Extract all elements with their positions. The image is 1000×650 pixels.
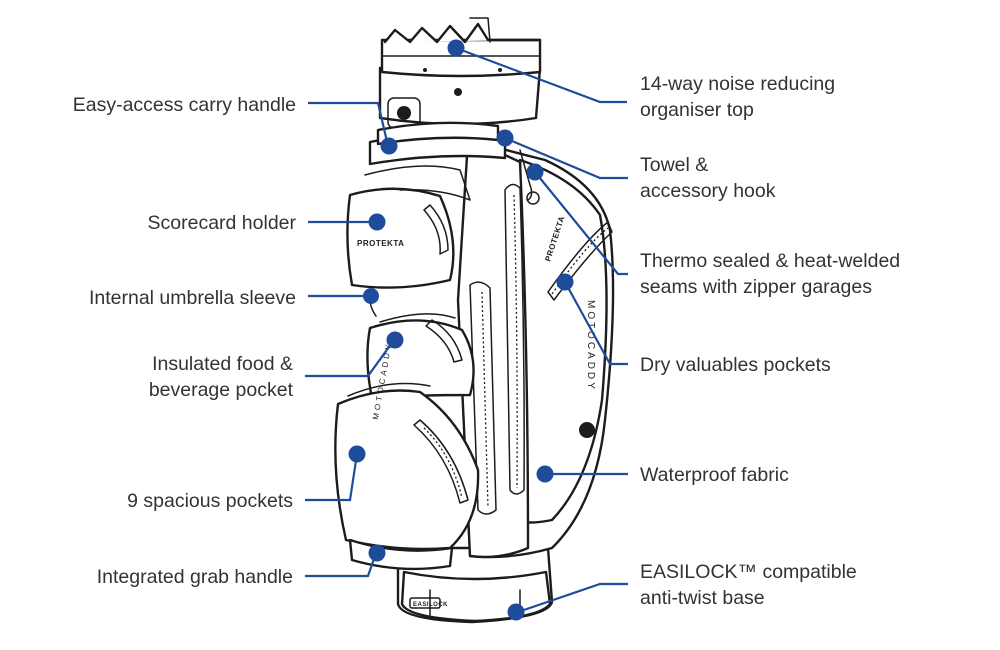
left-callout-labels: Easy-access carry handle Scorecard holde… xyxy=(73,94,297,588)
label-waterproof: Waterproof fabric xyxy=(640,464,789,486)
dot-umbrella xyxy=(363,288,379,304)
side-logo-icon xyxy=(579,422,595,438)
label-base-line1: EASILOCK™ compatible xyxy=(640,561,857,583)
callout-dots xyxy=(348,39,574,621)
label-umbrella-sleeve: Internal umbrella sleeve xyxy=(89,287,296,309)
scorecard-label: PROTEKTA xyxy=(357,239,404,248)
label-food-pocket-line2: beverage pocket xyxy=(149,379,294,401)
dot-towel-hook xyxy=(496,129,514,147)
label-carry-handle: Easy-access carry handle xyxy=(73,94,296,116)
label-grab-handle: Integrated grab handle xyxy=(97,566,293,588)
dot-waterproof xyxy=(536,465,554,483)
base-badge: EASILOCK xyxy=(413,602,448,608)
label-scorecard-holder: Scorecard holder xyxy=(148,212,297,234)
dot-carry-handle xyxy=(380,137,398,155)
leader-towel-hook xyxy=(504,136,628,180)
label-seams-line2: seams with zipper garages xyxy=(640,276,872,298)
leader-base xyxy=(517,582,628,614)
dot-scorecard xyxy=(368,213,386,231)
label-organiser-top-line2: organiser top xyxy=(640,99,754,121)
scorecard-holder-pocket: PROTEKTA xyxy=(346,165,471,289)
leader-food-pocket xyxy=(305,339,395,378)
dot-spacious-pockets xyxy=(348,445,366,463)
golf-bag-illustration: EASILOCK PROTEKTA MOTOCADDY xyxy=(334,17,615,624)
label-seams-line1: Thermo sealed & heat-welded xyxy=(640,250,900,272)
dot-organiser-top xyxy=(447,39,465,57)
leader-organiser-top xyxy=(455,46,627,104)
leader-dry-pockets xyxy=(564,281,628,366)
leader-carry-handle xyxy=(308,101,390,147)
side-logo-text: MOTOCADDY xyxy=(585,300,596,392)
label-dry-pockets: Dry valuables pockets xyxy=(640,354,831,376)
dot-grab-handle xyxy=(368,544,386,562)
leader-seams xyxy=(534,171,628,276)
dot-base xyxy=(507,603,525,621)
callout-lines xyxy=(305,46,628,614)
label-food-pocket-line1: Insulated food & xyxy=(152,353,293,375)
label-spacious-pockets: 9 spacious pockets xyxy=(127,490,293,512)
dot-dry-pockets xyxy=(556,273,574,291)
leader-spacious-pockets xyxy=(305,453,359,502)
label-organiser-top-line1: 14-way noise reducing xyxy=(640,73,835,95)
right-callout-labels: 14-way noise reducing organiser top Towe… xyxy=(640,73,900,609)
label-towel-hook-line1: Towel & xyxy=(640,154,708,176)
dot-food-pocket xyxy=(386,331,404,349)
label-towel-hook-line2: accessory hook xyxy=(640,180,776,202)
dot-seams xyxy=(526,163,544,181)
label-base-line2: anti-twist base xyxy=(640,587,765,609)
organiser-top xyxy=(378,17,542,129)
